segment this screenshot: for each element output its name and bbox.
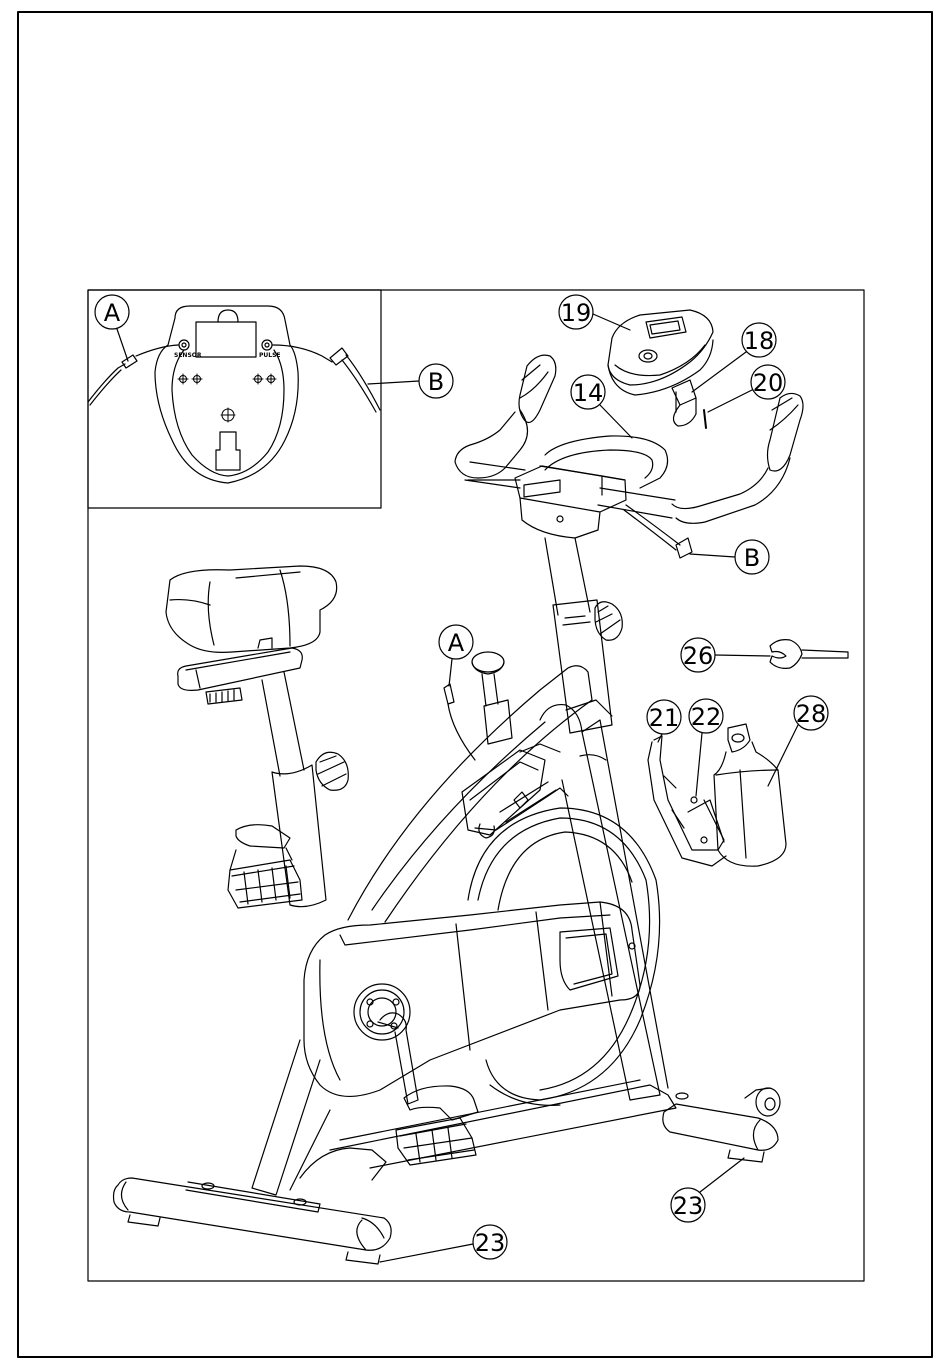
svg-text:B: B <box>744 544 760 572</box>
bracket-part-18 <box>672 380 696 426</box>
svg-text:21: 21 <box>649 704 680 732</box>
svg-text:14: 14 <box>573 379 604 407</box>
svg-text:26: 26 <box>683 642 714 670</box>
svg-text:22: 22 <box>691 703 722 731</box>
seat <box>166 566 337 704</box>
screw-part-22 <box>691 797 707 843</box>
callout-a-main: A <box>439 625 473 686</box>
callout-28: 28 <box>768 696 828 786</box>
callout-14: 14 <box>571 375 632 438</box>
console-back-inset: SENSOR PULSE A B <box>88 290 453 508</box>
callout-23-right: 23 <box>671 1158 744 1222</box>
console-part-19 <box>608 310 713 395</box>
tool-part-26 <box>770 640 848 669</box>
callout-b-main: B <box>690 540 769 574</box>
base-frame <box>114 1080 781 1264</box>
water-bottle-part-28 <box>714 724 786 866</box>
svg-text:19: 19 <box>561 299 592 327</box>
resistance-knob <box>472 652 512 744</box>
svg-text:A: A <box>448 629 465 657</box>
callout-23-bottom: 23 <box>380 1225 507 1262</box>
svg-text:18: 18 <box>744 327 775 355</box>
svg-text:A: A <box>104 299 121 327</box>
svg-text:28: 28 <box>796 700 827 728</box>
chain-guard <box>304 902 640 1096</box>
sensor-socket-label: SENSOR <box>174 352 202 359</box>
seat-post <box>262 672 348 907</box>
bottle-cage-part-21 <box>648 736 726 866</box>
svg-text:23: 23 <box>673 1192 704 1220</box>
right-pedal <box>378 1013 478 1165</box>
left-pedal <box>228 825 302 908</box>
callout-inset-a: A <box>95 295 129 361</box>
svg-text:20: 20 <box>753 369 784 397</box>
brake-housing <box>462 744 606 838</box>
callout-19: 19 <box>559 295 630 330</box>
callout-21: 21 <box>647 700 681 742</box>
console-cable-b <box>624 505 692 558</box>
sensor-cable-a <box>444 684 475 760</box>
svg-text:B: B <box>428 368 444 396</box>
pin-part-20 <box>704 410 706 428</box>
callout-22: 22 <box>689 699 723 796</box>
svg-text:23: 23 <box>475 1229 506 1257</box>
pulse-socket-label: PULSE <box>259 352 281 359</box>
callout-26: 26 <box>681 638 770 672</box>
